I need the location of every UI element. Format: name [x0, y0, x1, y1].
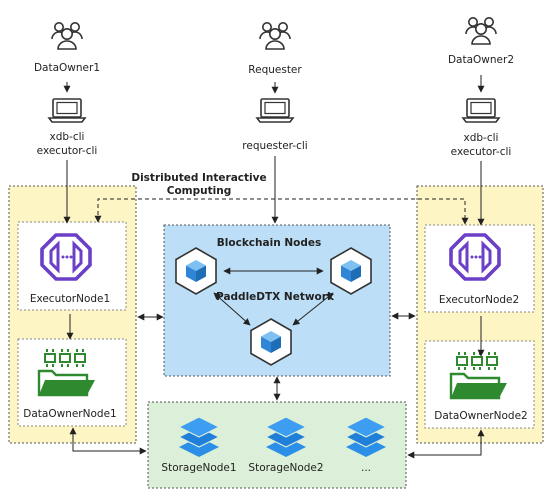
link-cube-right-bottom — [292, 292, 334, 326]
executor-node2-box — [424, 224, 535, 313]
link-dataowner2-storage — [407, 429, 485, 459]
blockchain-nodes-title: Blockchain Nodes — [217, 237, 321, 249]
user-group-icon — [51, 21, 83, 50]
computer-icon — [462, 98, 500, 123]
link-cube-left-bottom — [213, 292, 251, 326]
connectors — [63, 75, 485, 459]
data-owner2-label: DataOwner2 — [448, 54, 514, 66]
data-owner1-tool-1: xdb-cli — [50, 131, 85, 143]
storage-node1-label: StorageNode1 — [161, 462, 236, 474]
data-owner2-tool-1: xdb-cli — [464, 132, 499, 144]
storage-node2-label: StorageNode2 — [248, 462, 323, 474]
link-dataowner1-storage — [69, 427, 147, 455]
data-owner-node1-label: DataOwnerNode1 — [23, 408, 116, 420]
paddledtx-network-label: PaddleDTX Network — [216, 291, 335, 303]
computer-icon — [256, 98, 294, 123]
user-group-icon — [259, 21, 291, 50]
executor-node1-label: ExecutorNode1 — [30, 293, 110, 305]
data-owner2-tool-2: executor-cli — [451, 146, 512, 158]
data-owner-node2-label: DataOwnerNode2 — [434, 410, 527, 422]
distributed-computing-label-line1: Distributed Interactive — [131, 172, 266, 184]
requester-tool: requester-cli — [242, 140, 307, 152]
user-group-icon — [465, 16, 497, 45]
computer-icon — [48, 98, 86, 123]
data-owner1-tool-2: executor-cli — [37, 145, 98, 157]
executor-node2-label: ExecutorNode2 — [439, 294, 519, 306]
distributed-computing-label-line2: Computing — [167, 185, 231, 197]
storage-node-more-label: ... — [361, 462, 371, 474]
distributed-computing-link — [94, 198, 469, 225]
requester-label: Requester — [248, 64, 302, 76]
data-owner1-label: DataOwner1 — [34, 62, 100, 74]
